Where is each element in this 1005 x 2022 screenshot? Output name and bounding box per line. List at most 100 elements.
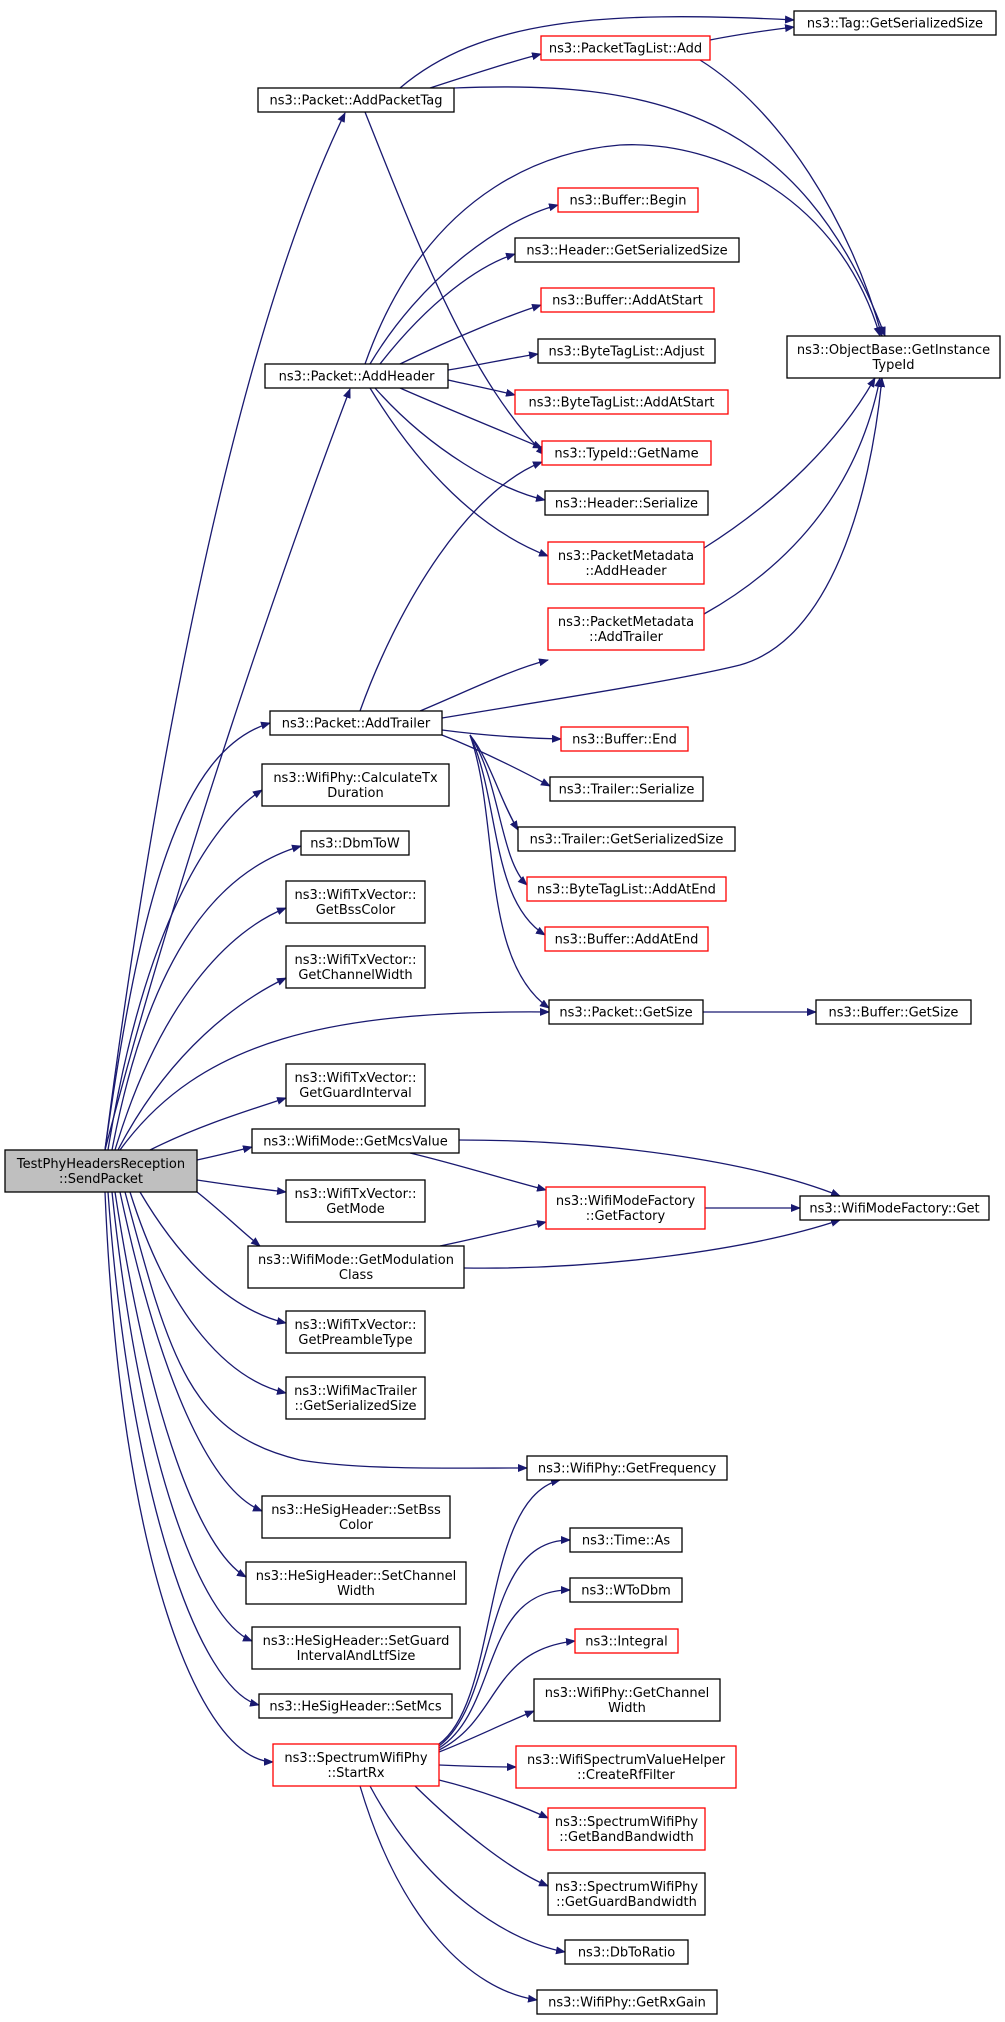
node-box[interactable] — [251, 1128, 460, 1154]
node-getGuardBandwidth[interactable]: ns3::SpectrumWifiPhy::GetGuardBandwidth — [547, 1872, 706, 1916]
node-dbToRatio[interactable]: ns3::DbToRatio — [564, 1939, 689, 1965]
node-box[interactable] — [4, 1149, 198, 1193]
node-bufferEnd[interactable]: ns3::Buffer::End — [560, 726, 689, 752]
node-box[interactable] — [514, 389, 729, 415]
node-box[interactable] — [537, 338, 716, 364]
node-byteTagListAdjust[interactable]: ns3::ByteTagList::Adjust — [537, 338, 716, 364]
node-box[interactable] — [261, 763, 450, 807]
node-integral[interactable]: ns3::Integral — [574, 1628, 679, 1654]
node-box[interactable] — [549, 776, 704, 802]
node-root[interactable]: TestPhyHeadersReception::SendPacket — [4, 1149, 198, 1193]
node-box[interactable] — [544, 490, 709, 516]
node-box[interactable] — [247, 1245, 465, 1289]
node-box[interactable] — [269, 710, 443, 736]
node-box[interactable] — [547, 541, 705, 585]
node-getBssColor[interactable]: ns3::WifiTxVector::GetBssColor — [285, 880, 426, 924]
node-packetMetadataAddTrailer[interactable]: ns3::PacketMetadata::AddTrailer — [547, 607, 705, 651]
node-box[interactable] — [272, 1743, 440, 1787]
node-box[interactable] — [536, 1989, 718, 2015]
node-box[interactable] — [574, 1628, 679, 1654]
node-headerGetSerializedSize[interactable]: ns3::Header::GetSerializedSize — [514, 237, 740, 263]
node-packetMetadataAddHeader[interactable]: ns3::PacketMetadata::AddHeader — [547, 541, 705, 585]
node-box[interactable] — [517, 826, 736, 852]
node-getChannelWidth[interactable]: ns3::WifiTxVector::GetChannelWidth — [285, 945, 426, 989]
node-box[interactable] — [300, 830, 410, 856]
node-typeIdGetName[interactable]: ns3::TypeId::GetName — [541, 440, 712, 466]
node-box[interactable] — [545, 1186, 706, 1230]
node-box[interactable] — [285, 880, 426, 924]
node-packetTagListAdd[interactable]: ns3::PacketTagList::Add — [540, 35, 711, 61]
node-tagGetSerializedSize[interactable]: ns3::Tag::GetSerializedSize — [793, 10, 997, 36]
node-box[interactable] — [547, 1872, 706, 1916]
node-getGuardInterval[interactable]: ns3::WifiTxVector::GetGuardInterval — [285, 1063, 426, 1107]
node-wifiModeFactoryGet[interactable]: ns3::WifiModeFactory::Get — [799, 1195, 990, 1221]
node-box[interactable] — [540, 287, 715, 313]
node-box[interactable] — [569, 1577, 683, 1603]
node-box[interactable] — [514, 237, 740, 263]
node-box[interactable] — [548, 999, 704, 1025]
node-timeAs[interactable]: ns3::Time::As — [569, 1527, 683, 1553]
node-box[interactable] — [541, 440, 712, 466]
node-addHeader[interactable]: ns3::Packet::AddHeader — [264, 363, 449, 389]
node-startRx[interactable]: ns3::SpectrumWifiPhy::StartRx — [272, 1743, 440, 1787]
node-addPacketTag[interactable]: ns3::Packet::AddPacketTag — [257, 87, 455, 113]
node-box[interactable] — [560, 726, 689, 752]
node-setMcs[interactable]: ns3::HeSigHeader::SetMcs — [258, 1693, 453, 1719]
node-box[interactable] — [285, 1063, 426, 1107]
node-getRxGain[interactable]: ns3::WifiPhy::GetRxGain — [536, 1989, 718, 2015]
node-box[interactable] — [533, 1678, 721, 1722]
node-box[interactable] — [569, 1527, 683, 1553]
node-byteTagListAddAtEnd[interactable]: ns3::ByteTagList::AddAtEnd — [526, 876, 727, 902]
node-box[interactable] — [557, 187, 699, 213]
node-box[interactable] — [540, 35, 711, 61]
node-trailerGetSerializedSize[interactable]: ns3::Trailer::GetSerializedSize — [517, 826, 736, 852]
node-setGuardIntervalAndLtfSize[interactable]: ns3::HeSigHeader::SetGuardIntervalAndLtf… — [251, 1626, 461, 1670]
node-box[interactable] — [786, 335, 1001, 379]
node-box[interactable] — [251, 1626, 461, 1670]
node-bufferAddAtEnd[interactable]: ns3::Buffer::AddAtEnd — [544, 926, 709, 952]
node-getFrequency[interactable]: ns3::WifiPhy::GetFrequency — [526, 1455, 728, 1481]
node-box[interactable] — [258, 1693, 453, 1719]
node-wifiMacTrailerGetSerializedSize[interactable]: ns3::WifiMacTrailer::GetSerializedSize — [285, 1376, 426, 1420]
node-box[interactable] — [547, 1807, 706, 1851]
node-dbmToW[interactable]: ns3::DbmToW — [300, 830, 410, 856]
node-box[interactable] — [285, 1310, 426, 1354]
node-box[interactable] — [261, 1495, 451, 1539]
node-box[interactable] — [515, 1745, 737, 1789]
node-box[interactable] — [526, 876, 727, 902]
node-wifiPhyGetChannelWidth[interactable]: ns3::WifiPhy::GetChannelWidth — [533, 1678, 721, 1722]
node-box[interactable] — [793, 10, 997, 36]
node-box[interactable] — [257, 87, 455, 113]
node-box[interactable] — [544, 926, 709, 952]
node-getBandBandwidth[interactable]: ns3::SpectrumWifiPhy::GetBandBandwidth — [547, 1807, 706, 1851]
node-getMcsValue[interactable]: ns3::WifiMode::GetMcsValue — [251, 1128, 460, 1154]
node-box[interactable] — [815, 999, 972, 1025]
node-headerSerialize[interactable]: ns3::Header::Serialize — [544, 490, 709, 516]
node-createRfFilter[interactable]: ns3::WifiSpectrumValueHelper::CreateRfFi… — [515, 1745, 737, 1789]
node-trailerSerialize[interactable]: ns3::Trailer::Serialize — [549, 776, 704, 802]
node-box[interactable] — [264, 363, 449, 389]
node-getFactory[interactable]: ns3::WifiModeFactory::GetFactory — [545, 1186, 706, 1230]
node-packetGetSize[interactable]: ns3::Packet::GetSize — [548, 999, 704, 1025]
node-byteTagListAddAtStart[interactable]: ns3::ByteTagList::AddAtStart — [514, 389, 729, 415]
node-bufferBegin[interactable]: ns3::Buffer::Begin — [557, 187, 699, 213]
node-box[interactable] — [285, 1376, 426, 1420]
node-box[interactable] — [285, 1179, 426, 1223]
node-box[interactable] — [245, 1561, 467, 1605]
node-wToDbm[interactable]: ns3::WToDbm — [569, 1577, 683, 1603]
node-box[interactable] — [564, 1939, 689, 1965]
node-getMode[interactable]: ns3::WifiTxVector::GetMode — [285, 1179, 426, 1223]
node-box[interactable] — [799, 1195, 990, 1221]
node-box[interactable] — [285, 945, 426, 989]
node-bufferAddAtStart[interactable]: ns3::Buffer::AddAtStart — [540, 287, 715, 313]
node-getPreambleType[interactable]: ns3::WifiTxVector::GetPreambleType — [285, 1310, 426, 1354]
node-bufferGetSize[interactable]: ns3::Buffer::GetSize — [815, 999, 972, 1025]
node-box[interactable] — [526, 1455, 728, 1481]
node-addTrailer[interactable]: ns3::Packet::AddTrailer — [269, 710, 443, 736]
node-box[interactable] — [547, 607, 705, 651]
